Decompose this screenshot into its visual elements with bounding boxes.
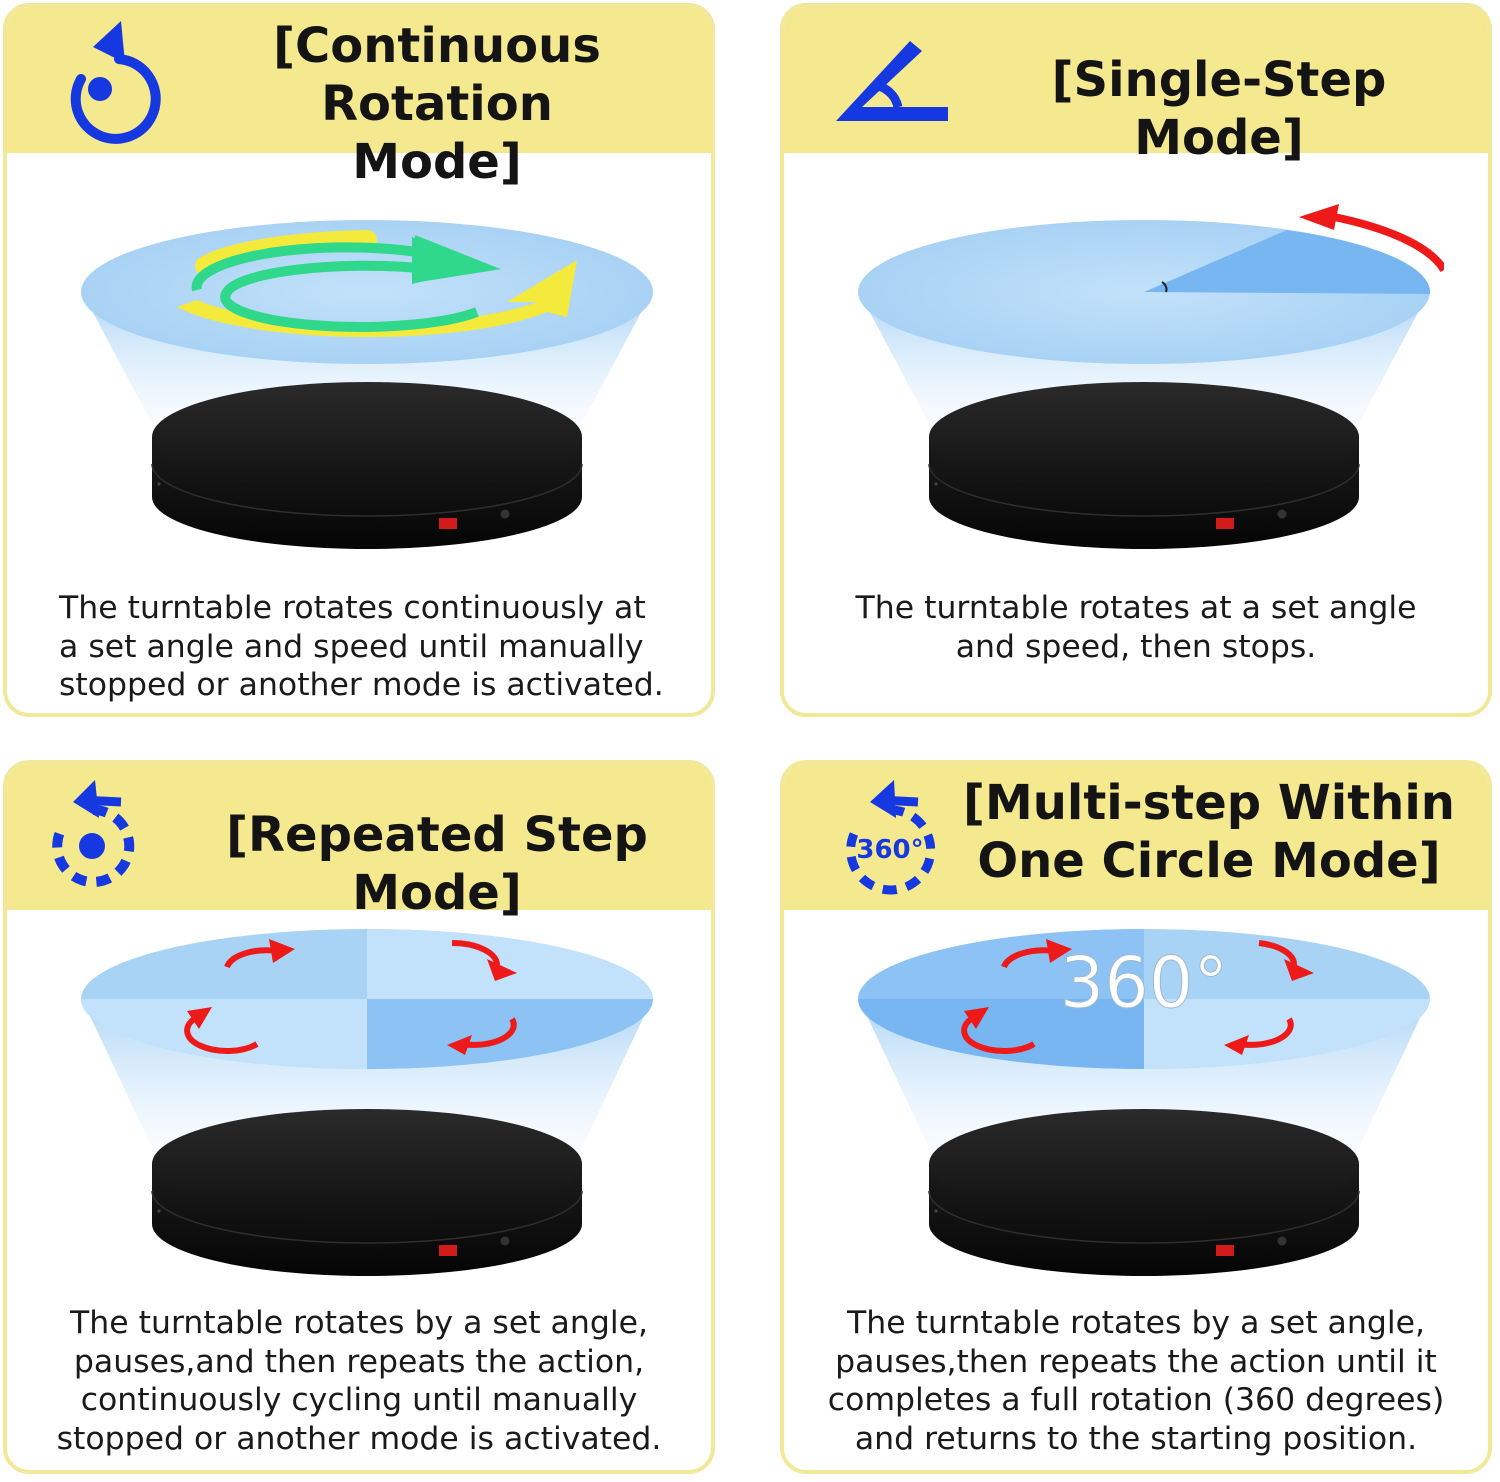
description-line: The turntable rotates by a set angle, [70,1305,648,1341]
rotate-counterclockwise-icon [70,21,161,144]
description-line: stopped or another mode is activated. [59,667,664,703]
mode-title: [Single-Step Mode] [1051,52,1387,166]
turntable-illustration [858,204,1444,550]
icon-360-label: 360° [856,835,923,865]
turntable-illustration [81,929,653,1277]
dashed-rotate-icon [52,780,135,887]
angle-icon [836,41,948,121]
mode-card-continuous: [Continuous Rotation Mode] The turntable… [3,3,715,717]
description-line: pauses,and then repeats the action, [73,1343,645,1380]
mode-card-single-step: [Single-Step Mode] The turntable rotates… [780,3,1492,717]
turntable-illustration: 360° [858,929,1430,1277]
mode-card-multi-step-circle: 360° [Multi-step Within One Circle Mode]… [780,760,1492,1474]
card-header [7,764,711,910]
description-line: and returns to the starting position. [854,1420,1418,1457]
overlay-360-label: 360° [1060,942,1229,1024]
description-line: The turntable rotates at a set angle [855,590,1417,626]
card-header [784,7,1488,153]
mode-description: The turntable rotates by a set angle, pa… [27,1304,691,1458]
mode-description: The turntable rotates at a set angle and… [804,589,1468,666]
mode-title-line: Mode] [352,134,522,190]
description-line: a set angle and speed until manually [59,628,644,665]
mode-title-line: [Continuous Rotation [273,18,601,132]
card-header [784,764,1488,910]
description-line: The turntable rotates continuously at [59,590,646,626]
card-header [7,7,711,153]
mode-title: [Repeated Step Mode] [226,807,648,921]
mode-title: [Continuous Rotation Mode] [167,17,707,191]
mode-title-line: [Multi-step Within [963,775,1455,831]
description-line: and speed, then stops. [955,628,1317,665]
rotate-360-icon: 360° [846,780,936,895]
mode-card-repeated-step: [Repeated Step Mode] The turntable rotat… [3,760,715,1474]
turntable-illustration [81,220,653,550]
description-line: The turntable rotates by a set angle, [847,1305,1425,1341]
description-line: continuously cycling until manually [80,1382,638,1418]
description-line: stopped or another mode is activated. [56,1420,662,1457]
description-line: pauses,then repeats the action until it [835,1343,1437,1380]
description-line: completes a full rotation (360 degrees) [827,1382,1445,1418]
mode-description: The turntable rotates continuously at a … [59,589,691,705]
mode-title: [Multi-step Within One Circle Mode] [959,774,1459,890]
mode-description: The turntable rotates by a set angle, pa… [804,1304,1468,1458]
mode-title-line: One Circle Mode] [977,833,1441,889]
